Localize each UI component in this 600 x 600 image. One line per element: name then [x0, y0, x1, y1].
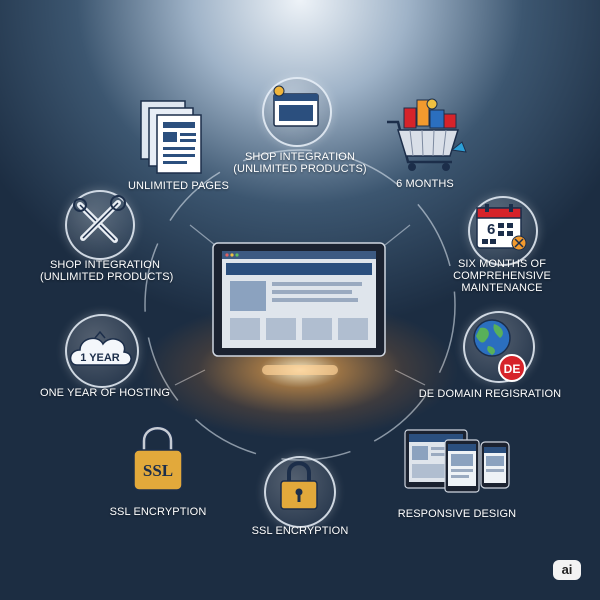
- domain-badge-text: DE: [504, 362, 521, 376]
- label-ssl-left: SSL ENCRYPTION: [109, 506, 207, 518]
- label-domain: DE DOMAIN REGISRATION: [418, 388, 562, 400]
- label-shop-integration-left-2: (UNLIMITED PRODUCTS): [40, 271, 174, 283]
- ssl-lock-text: SSL: [143, 461, 173, 480]
- cloud-text: 1 YEAR: [80, 352, 120, 364]
- label-maintenance-1: SIX MONTHS OF: [457, 258, 547, 270]
- ai-badge: ai: [553, 560, 581, 580]
- label-responsive: RESPONSIVE DESIGN: [397, 508, 517, 520]
- label-shop-integration-top-2: (UNLIMITED PRODUCTS): [233, 163, 367, 175]
- label-shop-integration-top-1: SHOP INTEGRATION: [245, 151, 355, 163]
- label-maintenance-2: COMPREHENSIVE: [453, 270, 551, 282]
- label-ssl-center: SSL ENCRYPTION: [251, 525, 349, 537]
- label-unlimited-pages: UNLIMITED PAGES: [128, 180, 229, 192]
- label-hosting: ONE YEAR OF HOSTING: [39, 387, 171, 399]
- label-maintenance-3: MAINTENANCE: [461, 282, 543, 294]
- label-six-months: 6 MONTHS: [396, 178, 454, 190]
- calendar-number: 6: [487, 221, 495, 238]
- label-shop-integration-left-1: SHOP INTEGRATION: [50, 259, 160, 271]
